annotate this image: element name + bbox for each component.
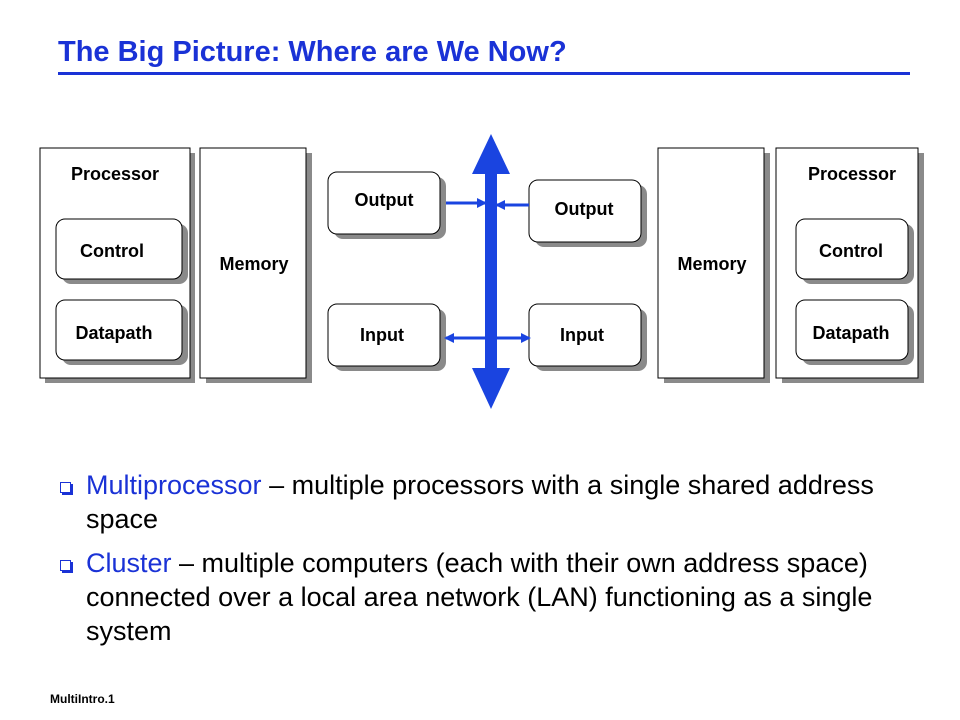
right-output-label: Output	[555, 199, 614, 219]
left-input-label: Input	[360, 325, 404, 345]
right-memory-label: Memory	[677, 254, 746, 274]
bullet-square-icon	[60, 560, 71, 571]
bullet-term: Multiprocessor	[86, 470, 262, 500]
left-control-label: Control	[80, 241, 144, 261]
bullet-cluster: Cluster – multiple computers (each with …	[60, 546, 940, 648]
bullet-square-icon	[60, 482, 71, 493]
left-memory-label: Memory	[219, 254, 288, 274]
right-input-box: Input	[528, 303, 647, 371]
left-datapath-label: Datapath	[75, 323, 152, 343]
right-processor-label: Processor	[808, 164, 896, 184]
bullet-text: – multiple processors with a single shar…	[86, 470, 874, 534]
right-datapath-box: Datapath	[795, 299, 914, 365]
bullet-term: Cluster	[86, 548, 172, 578]
left-output-label: Output	[355, 190, 414, 210]
left-output-box: Output	[327, 171, 446, 239]
bus-arrow	[472, 134, 510, 409]
right-output-box: Output	[528, 179, 647, 247]
right-datapath-label: Datapath	[812, 323, 889, 343]
left-control-box: Control	[55, 218, 188, 284]
right-control-box: Control	[795, 218, 914, 284]
right-memory-box: Memory	[657, 147, 770, 383]
left-memory-box: Memory	[199, 147, 312, 383]
left-processor-label: Processor	[71, 164, 159, 184]
bullet-multiprocessor: Multiprocessor – multiple processors wit…	[60, 468, 940, 536]
slide-title: The Big Picture: Where are We Now?	[58, 32, 910, 75]
bullet-list: Multiprocessor – multiple processors wit…	[60, 468, 940, 658]
right-control-label: Control	[819, 241, 883, 261]
slide-footer: MultiIntro.1	[50, 692, 115, 706]
right-input-label: Input	[560, 325, 604, 345]
left-input-box: Input	[327, 303, 446, 371]
bullet-text: – multiple computers (each with their ow…	[86, 548, 873, 646]
left-datapath-box: Datapath	[55, 299, 188, 365]
computer-network-diagram: Processor Control Datapath Memory Output…	[39, 134, 924, 409]
